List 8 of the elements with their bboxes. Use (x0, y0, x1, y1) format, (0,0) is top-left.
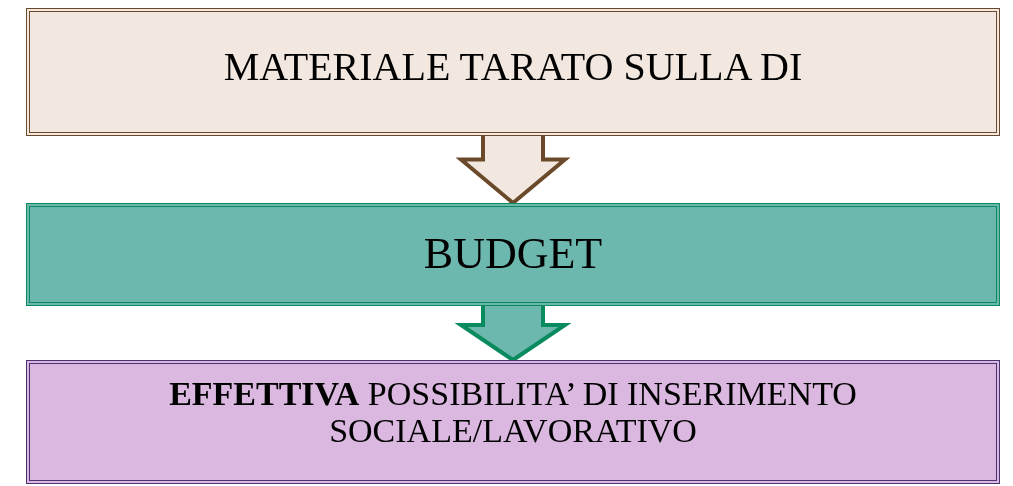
block-arrow (454, 304, 572, 363)
process-box (26, 8, 1000, 136)
block-arrow (455, 134, 571, 206)
process-box (26, 203, 1000, 306)
process-box (26, 360, 1000, 484)
box-text: EFFETTIVA POSSIBILITA’ DI INSERIMENTO SOCIALE/LAVORATIVO (168, 374, 858, 450)
box-text: MATERIALE TARATO SULLA DI (223, 45, 803, 89)
box-text: BUDGET (423, 230, 603, 279)
